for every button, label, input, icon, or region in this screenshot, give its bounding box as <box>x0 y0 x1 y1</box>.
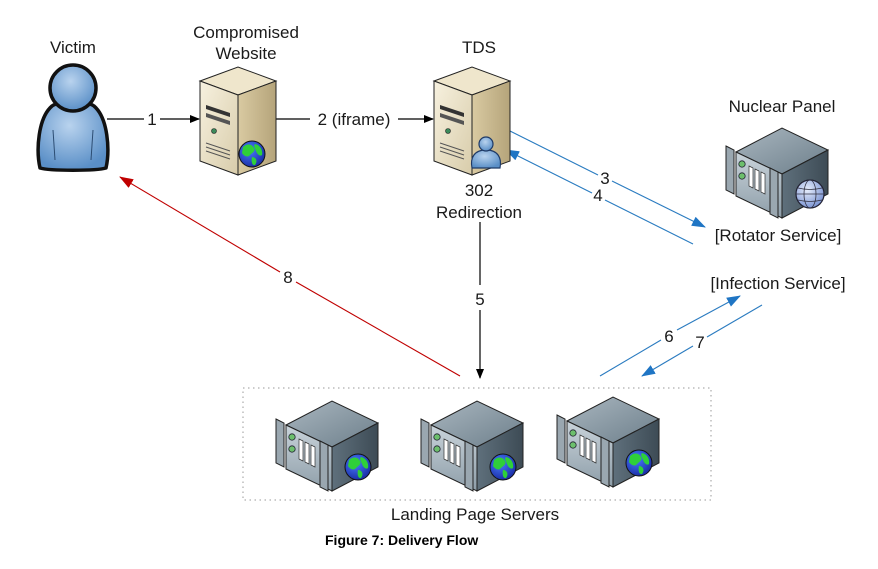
nuclear-panel-node: Nuclear Panel [Rotator Service] <box>715 97 842 245</box>
globe-icon <box>344 453 372 481</box>
edge-7-label: 7 <box>695 333 704 352</box>
edge-4-label: 4 <box>593 186 602 205</box>
edge-4: 4 <box>505 149 694 245</box>
globe-icon <box>625 449 653 477</box>
figure-caption: Figure 7: Delivery Flow <box>325 532 478 548</box>
globe-icon <box>238 140 266 168</box>
user-icon <box>36 63 110 172</box>
compromised-website-label-line2: Website <box>215 44 276 63</box>
edge-5: 5 <box>475 222 485 379</box>
tds-sublabel-line2: Redirection <box>436 203 522 222</box>
victim-node: Victim <box>36 38 110 172</box>
nuclear-panel-label: Nuclear Panel <box>729 97 836 116</box>
globe-icon <box>489 453 517 481</box>
rotator-service-label: [Rotator Service] <box>715 226 842 245</box>
edge-3: 3 <box>507 129 706 228</box>
edge-8: 8 <box>119 176 461 377</box>
victim-label: Victim <box>50 38 96 57</box>
compromised-website-node: Compromised Website <box>193 23 299 176</box>
edge-2: 2 (iframe) <box>275 110 434 129</box>
user-badge-icon <box>470 136 502 169</box>
tds-node: TDS 302 Redirection <box>433 38 522 222</box>
edge-3-label: 3 <box>600 169 609 188</box>
landing-page-servers-group: Landing Page Servers <box>242 387 712 524</box>
landing-page-servers-label: Landing Page Servers <box>391 505 559 524</box>
edge-1: 1 <box>107 110 200 129</box>
edge-1-label: 1 <box>147 110 156 129</box>
edge-8-label: 8 <box>283 268 292 287</box>
edge-6-label: 6 <box>664 327 673 346</box>
infection-service-label: [Infection Service] <box>710 274 845 293</box>
tds-sublabel-line1: 302 <box>465 181 493 200</box>
globe-icon <box>795 179 825 209</box>
edge-5-label: 5 <box>475 290 484 309</box>
edge-7: 7 <box>641 304 763 377</box>
edge-2-label: 2 (iframe) <box>318 110 391 129</box>
tds-label: TDS <box>462 38 496 57</box>
compromised-website-label-line1: Compromised <box>193 23 299 42</box>
edge-6: 6 <box>599 295 741 377</box>
